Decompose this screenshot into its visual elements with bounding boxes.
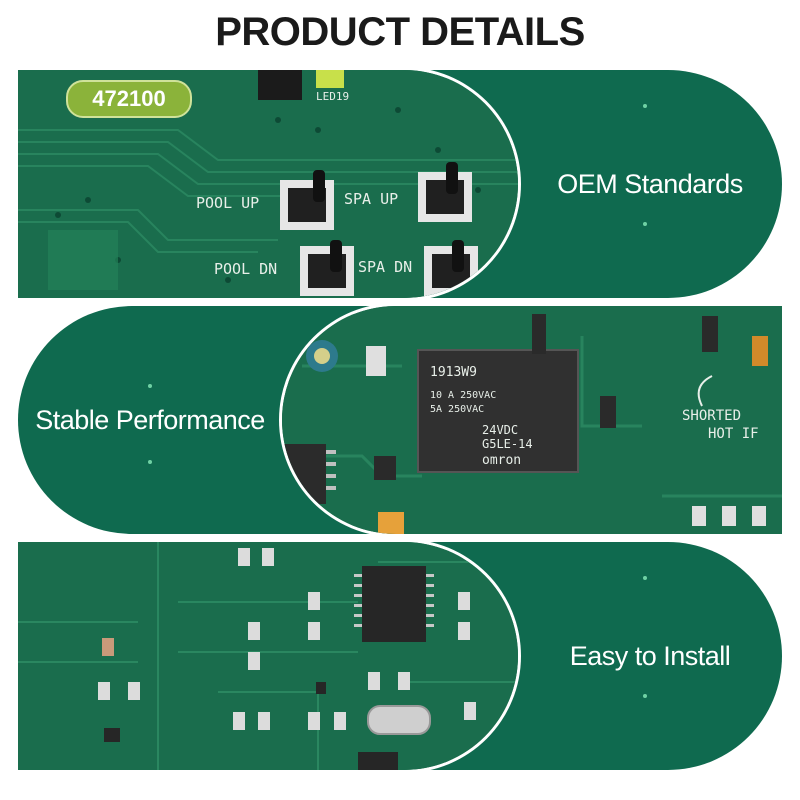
led-label: LED19 <box>316 90 349 103</box>
feature-label-oem: OEM Standards <box>557 168 743 199</box>
switch-spa-up <box>418 162 472 222</box>
decor-dot <box>643 694 647 698</box>
pcb-relay-illustration: 1913W9 10 A 250VAC 5A 250VAC 24VDC G5LE-… <box>282 306 782 534</box>
relay-code: 1913W9 <box>430 365 477 380</box>
feature-row-stable: 1913W9 10 A 250VAC 5A 250VAC 24VDC G5LE-… <box>18 306 782 534</box>
pcb-photo-relay: 1913W9 10 A 250VAC 5A 250VAC 24VDC G5LE-… <box>282 306 782 534</box>
pool-up-label: POOL UP <box>196 194 259 212</box>
spa-dn-label: SPA DN <box>358 258 412 276</box>
relay-brand: omron <box>482 453 521 468</box>
feature-label-install: Easy to Install <box>569 640 731 671</box>
pcb-photo-chip <box>18 542 518 770</box>
page-title: PRODUCT DETAILS <box>215 10 585 54</box>
pcb-chip-illustration <box>18 542 518 770</box>
spa-up-label: SPA UP <box>344 190 398 208</box>
feature-row-install: Easy to Install <box>18 542 782 770</box>
pool-dn-label: POOL DN <box>214 260 277 278</box>
decor-dot <box>148 460 152 464</box>
decor-dot <box>643 222 647 226</box>
hot-if-label: HOT IF <box>708 426 759 442</box>
relay-rating1: 10 A 250VAC <box>430 390 496 401</box>
decor-dot <box>643 104 647 108</box>
switch-pool-up <box>280 170 334 230</box>
feature-label-stable: Stable Performance <box>35 404 265 435</box>
microcontroller-chip <box>354 566 434 642</box>
switch-spa-dn <box>424 240 478 296</box>
switch-pool-dn <box>300 240 354 296</box>
relay-voltage: 24VDC <box>482 423 518 437</box>
part-number-badge: 472100 <box>66 80 192 118</box>
decor-dot <box>148 384 152 388</box>
pcb-photo-buttons: LED19 POO <box>18 70 518 298</box>
relay-component: 1913W9 10 A 250VAC 5A 250VAC 24VDC G5LE-… <box>417 349 579 473</box>
relay-rating2: 5A 250VAC <box>430 404 484 415</box>
feature-row-oem: LED19 POO <box>18 70 782 298</box>
relay-model: G5LE-14 <box>482 437 533 451</box>
shorted-label: SHORTED <box>682 408 741 424</box>
decor-dot <box>643 576 647 580</box>
